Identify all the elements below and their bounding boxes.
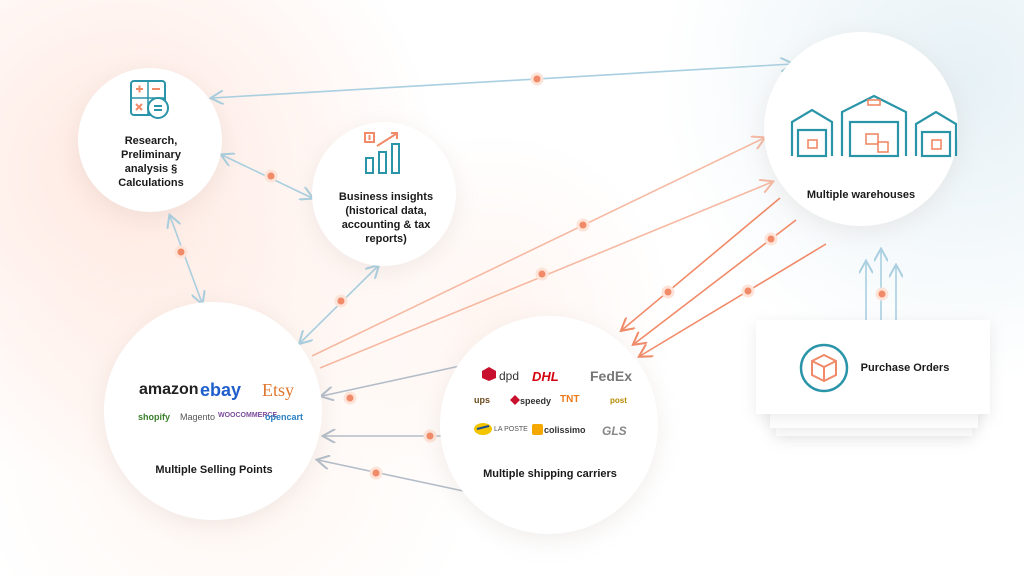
link-warehouses-carriers-3 (640, 243, 827, 356)
dpd-cube-icon (482, 367, 496, 381)
carriers-label: Multiple shipping carriers (483, 468, 617, 480)
link-dot (423, 429, 437, 443)
node-insights (312, 122, 456, 266)
etsy-logo: Etsy (262, 380, 295, 400)
link-dot (334, 294, 348, 308)
post-logo: post (610, 396, 627, 405)
link-selling-warehouses-1 (311, 138, 764, 357)
link-dot (764, 232, 778, 246)
laposte-bird-icon (474, 423, 492, 435)
ups-logo: ups (474, 395, 491, 405)
link-research-selling (170, 216, 202, 303)
selling-label: Multiple Selling Points (155, 464, 273, 476)
link-dot (741, 284, 755, 298)
link-carriers-selling-3 (318, 460, 469, 493)
research-label: Research, Preliminary analysis § Calcula… (118, 135, 184, 189)
dhl-logo: DHL (532, 369, 559, 384)
link-dot (174, 245, 188, 259)
warehouse-icon (790, 94, 958, 158)
laposte-logo: LA POSTE (494, 426, 528, 433)
calculator-icon (130, 80, 169, 119)
link-dot (535, 267, 549, 281)
link-dot (661, 285, 675, 299)
node-warehouses (764, 32, 958, 226)
link-warehouses-carriers-1 (622, 197, 781, 330)
link-dot (343, 391, 357, 405)
ebay-logo: ebay (200, 380, 242, 400)
speedy-icon (510, 395, 520, 405)
gls-logo: GLS (602, 424, 627, 438)
woocommerce-logo: WOOCOMMERCE (218, 412, 278, 419)
link-dot (369, 466, 383, 480)
shopify-logo: shopify (138, 412, 171, 422)
colissimo-icon (532, 424, 543, 435)
tnt-logo: TNT (560, 394, 580, 405)
speedy-logo: speedy (520, 396, 552, 406)
dpd-logo: dpd (499, 369, 520, 383)
box-icon (799, 343, 849, 393)
purchase-label: Purchase Orders (860, 362, 950, 374)
link-research-warehouses (212, 64, 792, 98)
link-dot (530, 72, 544, 86)
bar-chart-icon (364, 132, 400, 174)
fedex-logo: FedEx (590, 368, 633, 384)
colissimo-logo: colissimo (544, 425, 586, 435)
magento-logo: Magento (180, 412, 216, 422)
opencart-logo: opencart (265, 412, 304, 422)
node-research (78, 68, 222, 212)
link-carriers-selling-1 (322, 365, 461, 396)
warehouses-label: Multiple warehouses (806, 189, 916, 201)
node-selling (104, 302, 322, 520)
purchase-card (756, 320, 990, 414)
link-dot (875, 287, 889, 301)
link-dot (576, 218, 590, 232)
insights-label: Business insights (historical data, acco… (338, 191, 434, 245)
amazon-logo: amazon (139, 381, 199, 398)
link-dot (264, 169, 278, 183)
